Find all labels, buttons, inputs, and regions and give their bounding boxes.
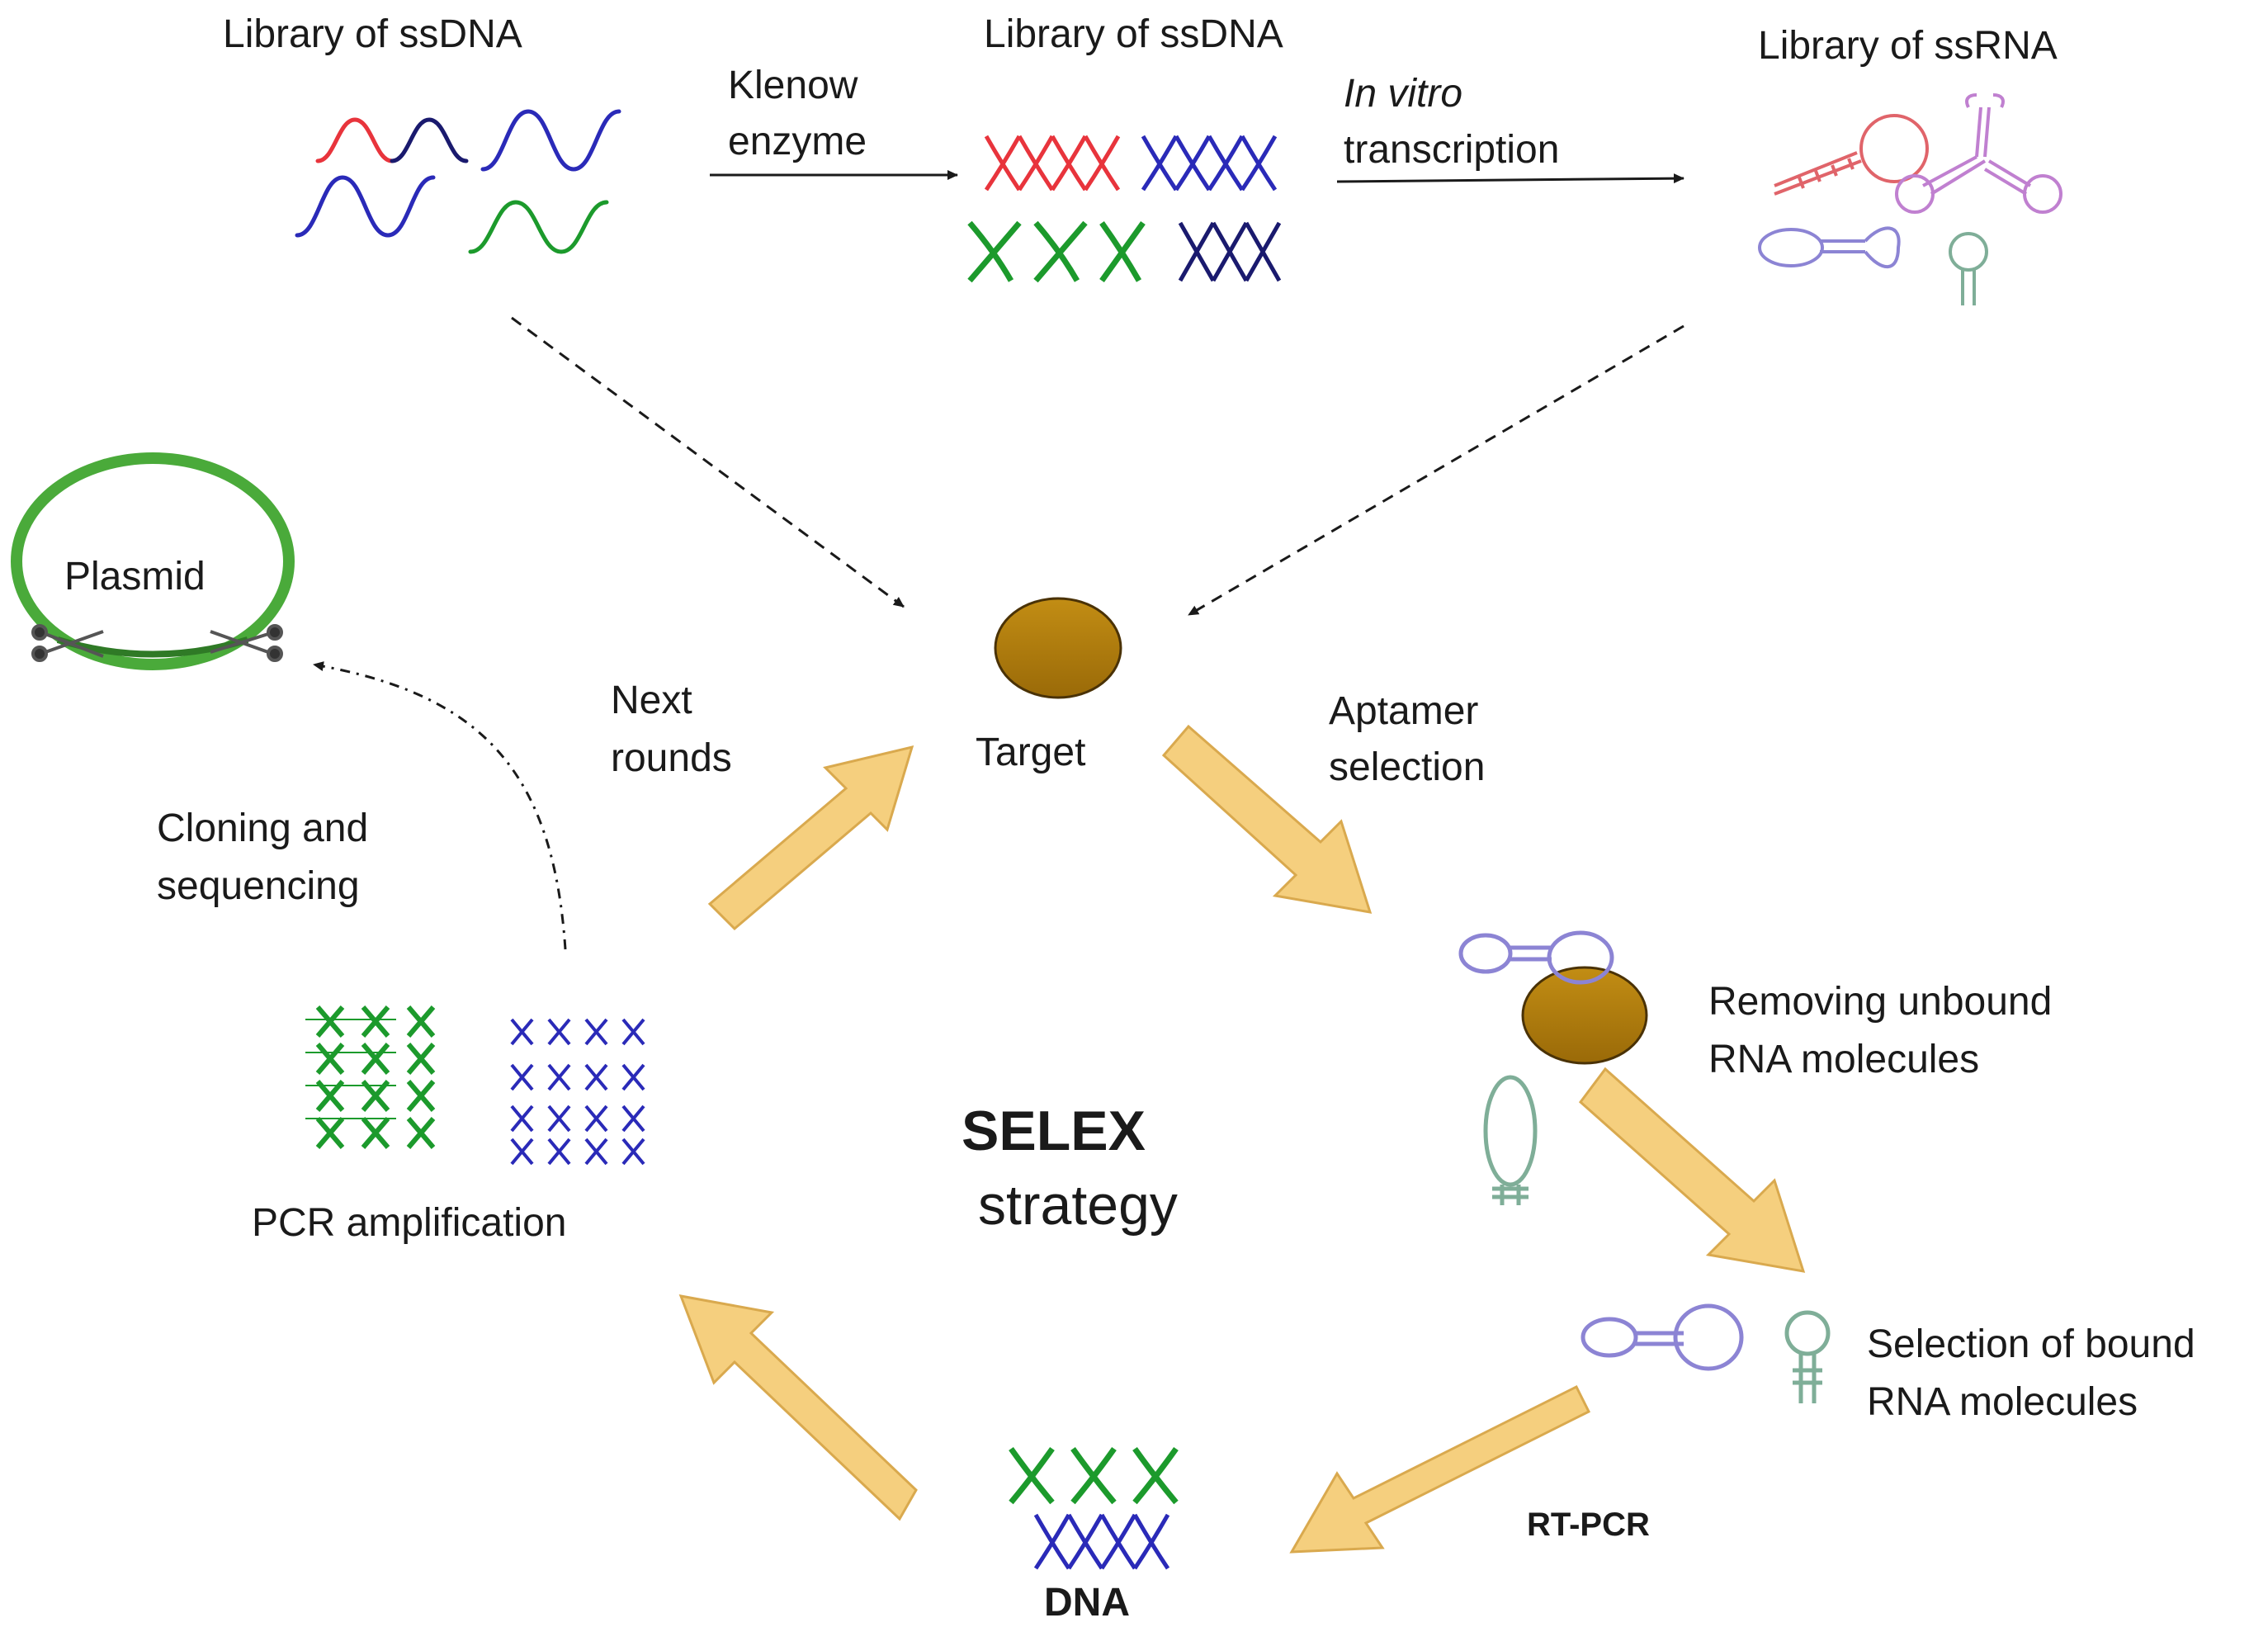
plasmid-icon: [11, 452, 295, 670]
ssrna-library-label: Library of ssRNA: [1758, 24, 2058, 68]
rt-pcr-label: RT-PCR: [1527, 1507, 1650, 1543]
ssdna-strand-green: [468, 200, 609, 254]
dsdna-red: [984, 135, 1121, 192]
target-molecule: [994, 597, 1122, 699]
scissors-icon-left: [31, 624, 104, 662]
rna-threeway-purple: [1895, 93, 2062, 214]
transcription-arrow: [1336, 173, 1684, 184]
scissors-icon-right: [210, 624, 283, 662]
pcr-green-strands: [305, 1005, 436, 1149]
ssdna-library-label-2: Library of ssDNA: [984, 12, 1283, 56]
klenow-label-line1: Klenow: [728, 64, 858, 107]
next-rounds-label-line1: Next: [611, 679, 692, 722]
dna-label: DNA: [1044, 1581, 1130, 1625]
rna-hairpin-violet: [1758, 226, 1901, 269]
ssdna-strand-red-tail: [390, 117, 469, 163]
ssdna-library-label-1: Library of ssDNA: [223, 12, 522, 56]
removing-unbound-label-line2: RNA molecules: [1708, 1038, 1980, 1081]
rt-pcr-arrow: [1289, 1384, 1591, 1554]
in-vitro-label: In vitro: [1344, 72, 1463, 116]
selected-rna-structures: [1581, 1303, 1831, 1403]
ssdna-strand-blue-b: [295, 175, 436, 238]
target-label: Target: [976, 731, 1086, 774]
plasmid-label: Plasmid: [64, 555, 206, 598]
next-rounds-arrow: [707, 745, 914, 931]
removing-arrow: [1578, 1067, 1806, 1273]
ssdna-strand-blue-a: [480, 109, 621, 172]
rna-to-target-dashed-arrow: [1188, 324, 1684, 617]
next-rounds-label-line2: rounds: [611, 736, 732, 780]
transcription-label: transcription: [1344, 128, 1560, 172]
selected-rna-violet: [1581, 1303, 1744, 1371]
pcr-amplification-arrow: [678, 1294, 918, 1521]
dsdna-library-strands: [967, 135, 1282, 283]
aptamer-selection-arrow: [1161, 724, 1373, 914]
dsdna-green: [967, 220, 1146, 283]
pcr-amplification-label: PCR amplification: [252, 1201, 567, 1245]
unbound-rna-stemloop: [1483, 1075, 1538, 1205]
selected-rna-green: [1784, 1310, 1831, 1403]
cloning-dashed-arrow: [313, 661, 567, 950]
block-arrows: [678, 724, 1806, 1554]
pcr-blue-strands: [510, 1018, 645, 1166]
rna-stemloop-green: [1949, 232, 1988, 305]
selex-subtitle: strategy: [978, 1174, 1178, 1237]
bottom-dna-strands: [1009, 1446, 1179, 1570]
selection-bound-label-line2: RNA molecules: [1867, 1380, 2138, 1424]
aptamer-selection-label-line2: selection: [1329, 745, 1486, 789]
removing-unbound-label-line1: Removing unbound: [1708, 980, 2053, 1024]
ssdna-library-1-strands: [295, 109, 621, 254]
selection-bound-label-line1: Selection of bound: [1867, 1322, 2195, 1366]
dsdna-blue: [1141, 135, 1278, 192]
aptamer-selection-label-line1: Aptamer: [1329, 689, 1479, 733]
bound-rna-target-complex: [1458, 930, 1648, 1065]
dsdna-navy: [1178, 221, 1282, 282]
selex-title: SELEX: [962, 1100, 1146, 1162]
cloning-label-line1: Cloning and: [157, 807, 369, 850]
cloning-label-line2: sequencing: [157, 864, 360, 908]
rna-hairpin-red: [1774, 114, 1929, 196]
dna-to-target-dashed-arrow: [511, 316, 905, 608]
ssdna-strand-red: [315, 117, 395, 163]
ssrna-library-structures: [1758, 93, 2062, 305]
klenow-label-line2: enzyme: [728, 120, 867, 163]
